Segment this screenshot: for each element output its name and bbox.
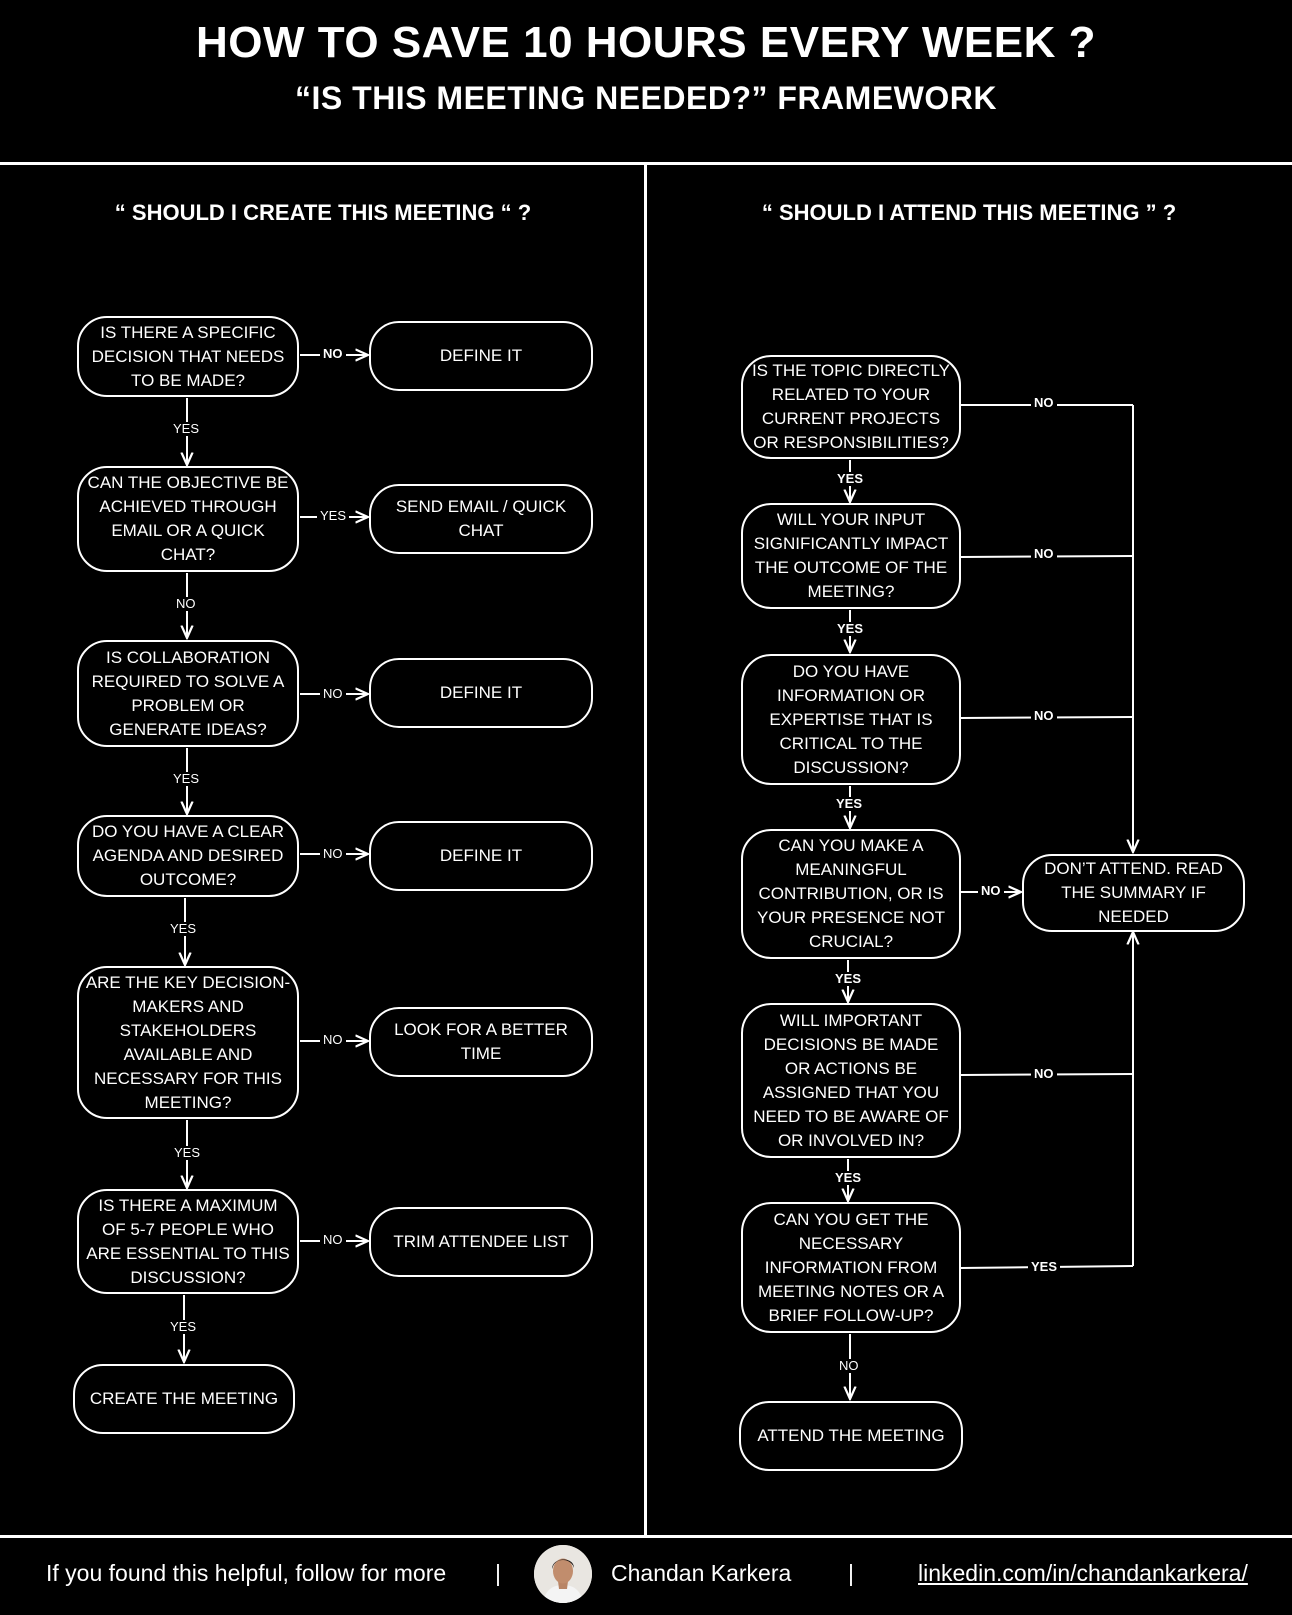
column-divider (644, 163, 647, 1536)
label-yes: YES (832, 972, 865, 986)
attend-q4-contribution: CAN YOU MAKE A MEANINGFUL CONTRIBUTION, … (741, 829, 961, 959)
label-no: NO (1031, 709, 1057, 723)
subtitle: “IS THIS MEETING NEEDED?” FRAMEWORK (295, 80, 997, 116)
label-yes: YES (834, 472, 867, 486)
footer-separator: | (848, 1560, 854, 1586)
create-the-meeting: CREATE THE MEETING (73, 1364, 295, 1434)
footer-separator: | (495, 1560, 501, 1586)
attend-q5-decisions: WILL IMPORTANT DECISIONS BE MADE OR ACTI… (741, 1003, 961, 1158)
create-q1-decision: IS THERE A SPECIFIC DECISION THAT NEEDS … (77, 316, 299, 397)
footer-divider (0, 1535, 1292, 1538)
attend-q6-notes: CAN YOU GET THE NECESSARY INFORMATION FR… (741, 1202, 961, 1333)
linkedin-link[interactable]: linkedin.com/in/chandankarkera/ (918, 1560, 1248, 1586)
attend-q1-topic: IS THE TOPIC DIRECTLY RELATED TO YOUR CU… (741, 355, 961, 459)
author-avatar (534, 1545, 592, 1603)
label-no: NO (320, 347, 346, 361)
label-no: NO (836, 1359, 862, 1373)
author-name: Chandan Karkera (611, 1560, 792, 1586)
footer-follow-text: If you found this helpful, follow for mo… (46, 1560, 447, 1586)
create-meeting-heading: “ SHOULD I CREATE THIS MEETING “ ? (114, 200, 532, 225)
label-yes: YES (833, 797, 866, 811)
create-q5-stakeholders: ARE THE KEY DECISION-MAKERS AND STAKEHOL… (77, 966, 299, 1119)
label-yes: YES (171, 1146, 204, 1160)
attend-q3-expertise: DO YOU HAVE INFORMATION OR EXPERTISE THA… (741, 654, 961, 785)
label-no: NO (320, 687, 346, 701)
label-no: NO (1031, 396, 1057, 410)
attend-meeting-heading: “ SHOULD I ATTEND THIS MEETING ” ? (761, 200, 1177, 225)
dont-attend-read-summary: DON’T ATTEND. READ THE SUMMARY IF NEEDED (1022, 854, 1245, 932)
label-no: NO (320, 847, 346, 861)
label-yes: YES (167, 922, 200, 936)
label-no: NO (173, 597, 199, 611)
define-it-collaboration: DEFINE IT (369, 658, 593, 728)
create-q2-email: CAN THE OBJECTIVE BE ACHIEVED THROUGH EM… (77, 466, 299, 572)
create-q4-agenda: DO YOU HAVE A CLEAR AGENDA AND DESIRED O… (77, 815, 299, 897)
label-no: NO (320, 1233, 346, 1247)
label-no: NO (1031, 547, 1057, 561)
define-it-decision: DEFINE IT (369, 321, 593, 391)
create-q6-attendees: IS THERE A MAXIMUM OF 5-7 PEOPLE WHO ARE… (77, 1189, 299, 1294)
create-q3-collaboration: IS COLLABORATION REQUIRED TO SOLVE A PRO… (77, 640, 299, 747)
attend-the-meeting: ATTEND THE MEETING (739, 1401, 963, 1471)
author-portrait-icon (534, 1545, 592, 1603)
define-it-agenda: DEFINE IT (369, 821, 593, 891)
label-no: NO (320, 1033, 346, 1047)
label-yes: YES (167, 1320, 200, 1334)
look-for-better-time: LOOK FOR A BETTER TIME (369, 1007, 593, 1077)
label-no: NO (978, 884, 1004, 898)
label-yes: YES (834, 622, 867, 636)
attend-q2-input: WILL YOUR INPUT SIGNIFICANTLY IMPACT THE… (741, 503, 961, 609)
label-yes: YES (170, 422, 203, 436)
trim-attendee-list: TRIM ATTENDEE LIST (369, 1207, 593, 1277)
send-email-quick-chat: SEND EMAIL / QUICK CHAT (369, 484, 593, 554)
label-yes: YES (832, 1171, 865, 1185)
label-yes: YES (1028, 1260, 1061, 1274)
label-yes: YES (170, 772, 203, 786)
label-no: NO (1031, 1067, 1057, 1081)
main-title: HOW TO SAVE 10 HOURS EVERY WEEK ? (196, 18, 1096, 67)
label-yes: YES (317, 509, 350, 523)
